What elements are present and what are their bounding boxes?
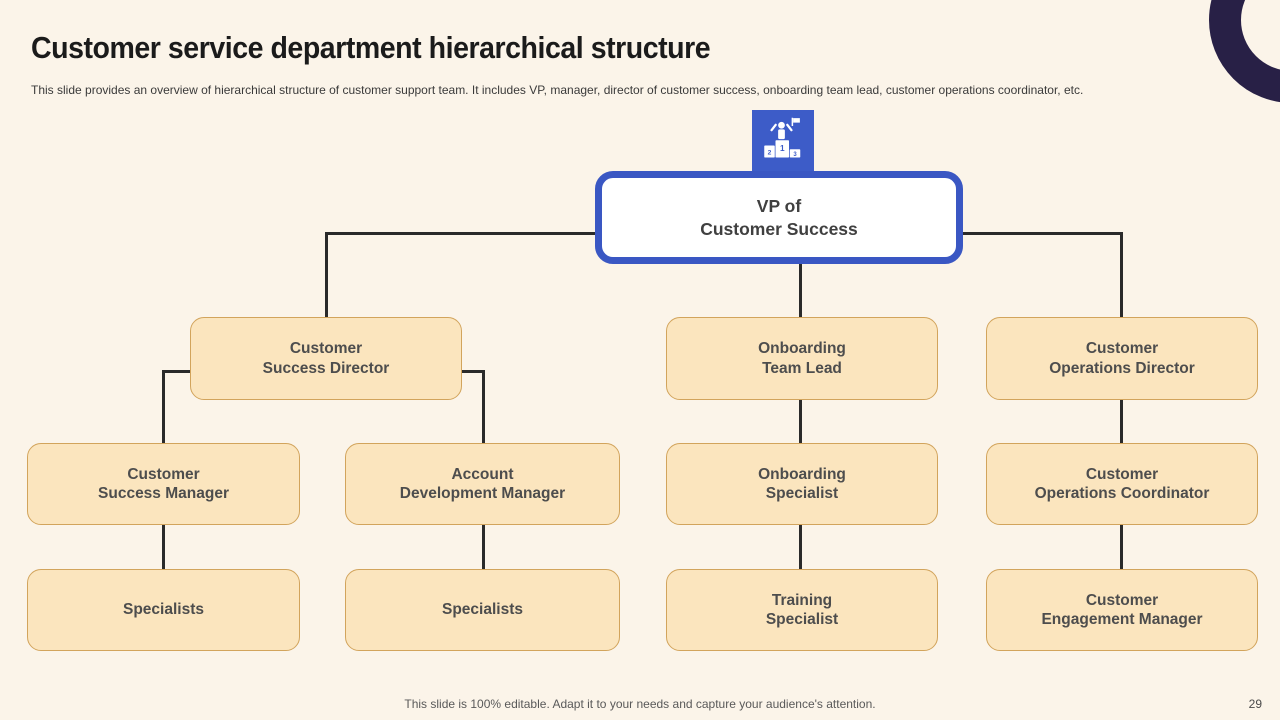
org-node-customer-operations-director: Customer Operations Director bbox=[986, 317, 1258, 400]
winner-podium-icon: 1 2 3 bbox=[752, 110, 814, 172]
svg-text:1: 1 bbox=[780, 144, 785, 153]
org-node-label: Training Specialist bbox=[765, 591, 839, 628]
connector-line bbox=[162, 370, 165, 444]
connector-line bbox=[799, 399, 802, 444]
org-node-customer-operations-coordinator: Customer Operations Coordinator bbox=[986, 443, 1258, 525]
connector-line bbox=[1120, 399, 1123, 444]
org-node-customer-success-manager: Customer Success Manager bbox=[27, 443, 300, 525]
connector-line bbox=[1120, 524, 1123, 570]
connector-line bbox=[962, 232, 1123, 235]
connector-line bbox=[482, 370, 485, 444]
connector-line bbox=[162, 370, 192, 373]
org-node-onboarding-specialist: Onboarding Specialist bbox=[666, 443, 938, 525]
connector-line bbox=[460, 370, 485, 373]
org-node-label: VP of Customer Success bbox=[700, 195, 858, 239]
org-node-label: Specialists bbox=[442, 601, 523, 619]
org-node-label: Customer Success Manager bbox=[98, 465, 229, 502]
org-node-specialists-2: Specialists bbox=[345, 569, 620, 651]
org-node-label: Customer Success Director bbox=[262, 340, 390, 377]
footer-note: This slide is 100% editable. Adapt it to… bbox=[404, 697, 876, 711]
org-node-specialists-1: Specialists bbox=[27, 569, 300, 651]
org-node-customer-success-director: Customer Success Director bbox=[190, 317, 462, 400]
slide-subtitle: This slide provides an overview of hiera… bbox=[31, 83, 1084, 97]
org-node-onboarding-team-lead: Onboarding Team Lead bbox=[666, 317, 938, 400]
connector-line bbox=[799, 524, 802, 570]
connector-line bbox=[162, 524, 165, 570]
org-node-label: Account Development Manager bbox=[399, 465, 566, 502]
org-node-training-specialist: Training Specialist bbox=[666, 569, 938, 651]
org-node-vp-of-customer-success: VP of Customer Success bbox=[595, 171, 963, 264]
org-node-label: Customer Engagement Manager bbox=[1041, 591, 1203, 628]
connector-line bbox=[799, 262, 802, 318]
org-node-label: Customer Operations Coordinator bbox=[1034, 465, 1210, 502]
svg-text:3: 3 bbox=[793, 152, 797, 158]
connector-line bbox=[325, 232, 328, 318]
org-node-label: Onboarding Team Lead bbox=[758, 340, 846, 377]
page-number: 29 bbox=[1248, 697, 1262, 711]
org-node-label: Specialists bbox=[123, 601, 204, 619]
org-node-label: Onboarding Specialist bbox=[758, 465, 846, 502]
org-node-account-development-manager: Account Development Manager bbox=[345, 443, 620, 525]
org-node-customer-engagement-manager: Customer Engagement Manager bbox=[986, 569, 1258, 651]
connector-line bbox=[326, 232, 598, 235]
connector-line bbox=[482, 524, 485, 570]
org-node-label: Customer Operations Director bbox=[1049, 340, 1195, 377]
connector-line bbox=[1120, 232, 1123, 318]
slide-title: Customer service department hierarchical… bbox=[31, 30, 711, 65]
svg-text:2: 2 bbox=[768, 150, 772, 157]
